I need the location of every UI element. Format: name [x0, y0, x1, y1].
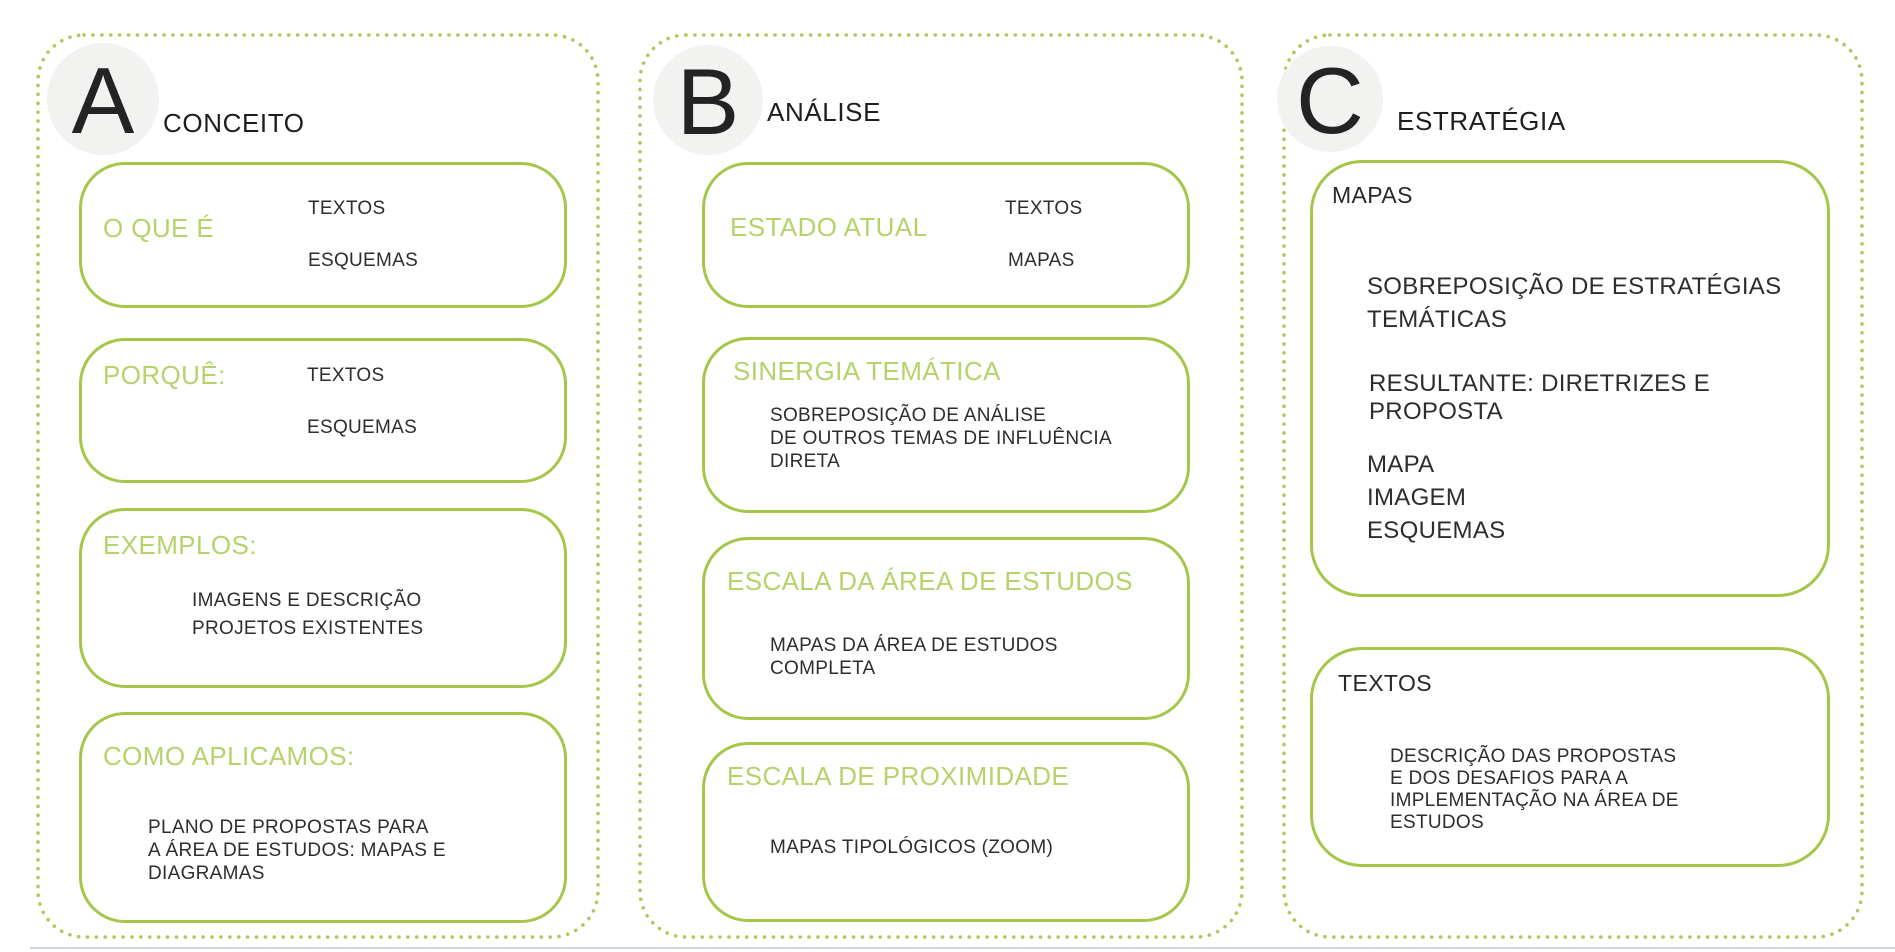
body-line: RESULTANTE: DIRETRIZES E: [1369, 370, 1711, 397]
box-porque-item: ESQUEMAS: [307, 417, 418, 438]
column-c-badge-circle: [1277, 46, 1383, 152]
box-sinergia-tematica: [702, 337, 1190, 513]
body-line: ESTUDOS: [1390, 812, 1484, 833]
column-b-badge-circle: [653, 45, 763, 155]
body-line: SOBREPOSIÇÃO DE ANÁLISE: [770, 405, 1047, 426]
body-line: DESCRIÇÃO DAS PROPOSTAS: [1390, 746, 1677, 767]
body-line: MAPAS DA ÁREA DE ESTUDOS: [770, 635, 1058, 656]
body-line: DIAGRAMAS: [148, 863, 265, 884]
body-line: PROJETOS EXISTENTES: [192, 618, 424, 639]
box-textos-label: TEXTOS: [1338, 670, 1432, 696]
box-mapas: [1310, 160, 1830, 597]
box-escala-area-estudos-body: MAPAS DA ÁREA DE ESTUDOS COMPLETA: [770, 634, 1058, 680]
body-line: SOBREPOSIÇÃO DE ESTRATÉGIAS: [1367, 273, 1782, 300]
box-exemplos: [79, 508, 567, 688]
body-line: IMAGENS E DESCRIÇÃO: [192, 590, 422, 611]
column-b-title: ANÁLISE: [767, 97, 882, 127]
box-mapas-label: MAPAS: [1332, 182, 1413, 208]
column-c-title: ESTRATÉGIA: [1397, 106, 1566, 136]
body-line: MAPAS TIPOLÓGICOS (ZOOM): [770, 837, 1054, 858]
body-line: MAPA: [1367, 451, 1435, 478]
box-textos: [1310, 647, 1830, 867]
box-estado-atual-label: ESTADO ATUAL: [730, 212, 928, 242]
column-c-letter: C: [1296, 48, 1364, 153]
column-b-letter: B: [676, 49, 740, 154]
box-como-aplicamos-body: PLANO DE PROPOSTAS PARA A ÁREA DE ESTUDO…: [148, 816, 446, 885]
box-escala-proximidade-body: MAPAS TIPOLÓGICOS (ZOOM): [770, 836, 1053, 859]
box-porque-label: PORQUÊ:: [103, 360, 226, 390]
column-a-letter: A: [71, 48, 135, 153]
box-como-aplicamos: [79, 712, 567, 923]
body-line: TEMÁTICAS: [1367, 306, 1508, 333]
box-escala-proximidade-label: ESCALA DE PROXIMIDADE: [727, 761, 1070, 791]
body-line: A ÁREA DE ESTUDOS: MAPAS E: [148, 840, 446, 861]
body-line: IMAGEM: [1367, 484, 1467, 511]
body-line: PROPOSTA: [1369, 398, 1503, 425]
box-o-que-e: [79, 162, 567, 308]
body-line: PLANO DE PROPOSTAS PARA: [148, 817, 429, 838]
box-escala-area-estudos-label: ESCALA DA ÁREA DE ESTUDOS: [727, 566, 1133, 596]
body-line: DE OUTROS TEMAS DE INFLUÊNCIA: [770, 428, 1112, 449]
box-estado-atual: [702, 162, 1190, 308]
box-estado-atual-item: MAPAS: [1008, 250, 1075, 271]
body-line: DIRETA: [770, 451, 841, 472]
body-line: IMPLEMENTAÇÃO NA ÁREA DE: [1390, 790, 1679, 811]
body-line: E DOS DESAFIOS PARA A: [1390, 768, 1629, 789]
body-line: ESQUEMAS: [1367, 517, 1506, 544]
box-mapas-paragraph-3: MAPA IMAGEM ESQUEMAS: [1367, 448, 1505, 547]
column-a-badge-circle: [47, 43, 159, 155]
box-o-que-e-item: TEXTOS: [308, 198, 386, 219]
bottom-rule: [30, 947, 1895, 949]
box-estado-atual-item: TEXTOS: [1005, 198, 1083, 219]
box-o-que-e-label: O QUE É: [103, 213, 215, 243]
box-escala-area-estudos: [702, 537, 1190, 720]
box-sinergia-tematica-label: SINERGIA TEMÁTICA: [733, 356, 1001, 386]
box-exemplos-label: EXEMPLOS:: [103, 530, 257, 560]
box-o-que-e-item: ESQUEMAS: [308, 250, 419, 271]
box-porque: [79, 338, 567, 483]
box-como-aplicamos-label: COMO APLICAMOS:: [103, 741, 355, 771]
column-a-title: CONCEITO: [163, 108, 305, 138]
body-line: COMPLETA: [770, 658, 876, 679]
box-sinergia-tematica-body: SOBREPOSIÇÃO DE ANÁLISE DE OUTROS TEMAS …: [770, 404, 1112, 473]
box-exemplos-body: IMAGENS E DESCRIÇÃO PROJETOS EXISTENTES: [192, 587, 423, 643]
box-textos-body: DESCRIÇÃO DAS PROPOSTAS E DOS DESAFIOS P…: [1390, 746, 1679, 834]
box-escala-proximidade: [702, 742, 1190, 922]
box-mapas-paragraph-2: RESULTANTE: DIRETRIZES E PROPOSTA: [1369, 370, 1710, 426]
box-porque-item: TEXTOS: [307, 365, 385, 386]
box-mapas-paragraph-1: SOBREPOSIÇÃO DE ESTRATÉGIAS TEMÁTICAS: [1367, 270, 1781, 336]
